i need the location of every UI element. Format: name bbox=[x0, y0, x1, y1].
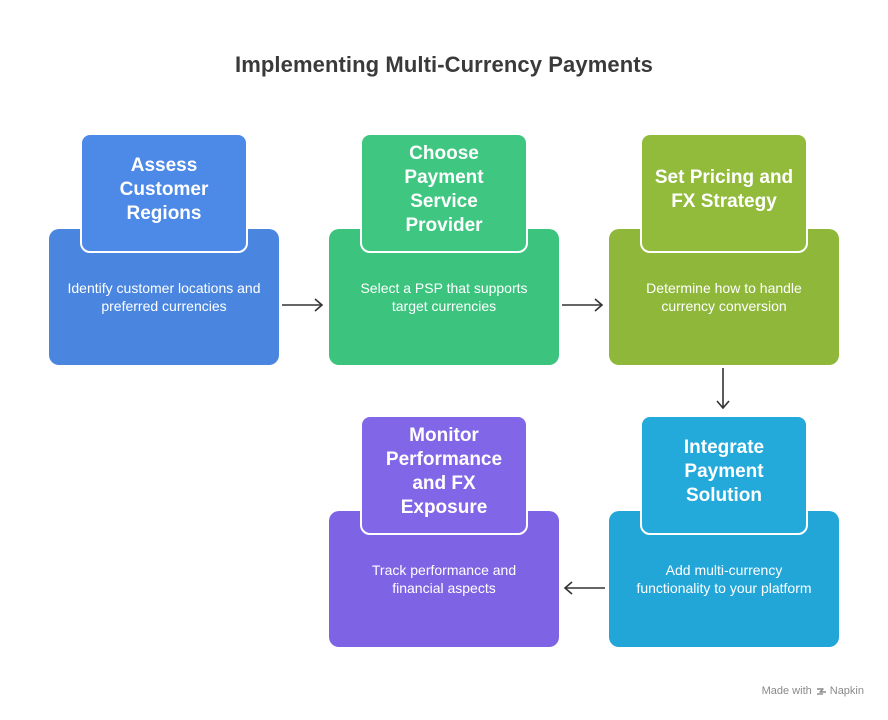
step-description: Determine how to handle currency convers… bbox=[646, 280, 802, 314]
arrow-right-icon bbox=[282, 298, 324, 312]
step-assess-customer-regions: Identify customer locations and preferre… bbox=[49, 133, 279, 365]
diagram-title: Implementing Multi-Currency Payments bbox=[234, 52, 653, 77]
step-monitor-performance-and-fx-exposure: Track performance and financial aspects … bbox=[329, 415, 559, 647]
step-choose-payment-service-provider: Select a PSP that supports target curren… bbox=[329, 133, 559, 365]
step-header: Set Pricing and FX Strategy bbox=[640, 133, 808, 253]
made-with-napkin-footer: Made with Napkin bbox=[762, 685, 864, 697]
step-description: Identify customer locations and preferre… bbox=[67, 280, 261, 314]
step-description: Select a PSP that supports target curren… bbox=[360, 280, 528, 314]
napkin-logo-icon bbox=[816, 687, 826, 695]
step-set-pricing-and-fx-strategy: Determine how to handle currency convers… bbox=[609, 133, 839, 365]
step-heading: Integrate Payment Solution bbox=[683, 437, 765, 506]
step-description: Add multi-currency functionality to your… bbox=[636, 562, 812, 596]
napkin-brand-label: Napkin bbox=[829, 685, 864, 697]
step-description: Track performance and financial aspects bbox=[371, 562, 517, 596]
step-header: Integrate Payment Solution bbox=[640, 415, 808, 535]
step-heading: Choose Payment Service Provider bbox=[404, 143, 484, 236]
arrow-down-icon bbox=[716, 368, 730, 410]
step-integrate-payment-solution: Add multi-currency functionality to your… bbox=[609, 415, 839, 647]
step-header: Monitor Performance and FX Exposure bbox=[360, 415, 528, 535]
made-with-label: Made with bbox=[761, 685, 812, 697]
arrow-right-icon bbox=[562, 298, 604, 312]
step-heading: Set Pricing and FX Strategy bbox=[654, 167, 794, 212]
arrow-left-icon bbox=[563, 581, 605, 595]
step-heading: Assess Customer Regions bbox=[119, 155, 209, 224]
step-heading: Monitor Performance and FX Exposure bbox=[385, 425, 503, 518]
step-header: Choose Payment Service Provider bbox=[360, 133, 528, 253]
step-header: Assess Customer Regions bbox=[80, 133, 248, 253]
